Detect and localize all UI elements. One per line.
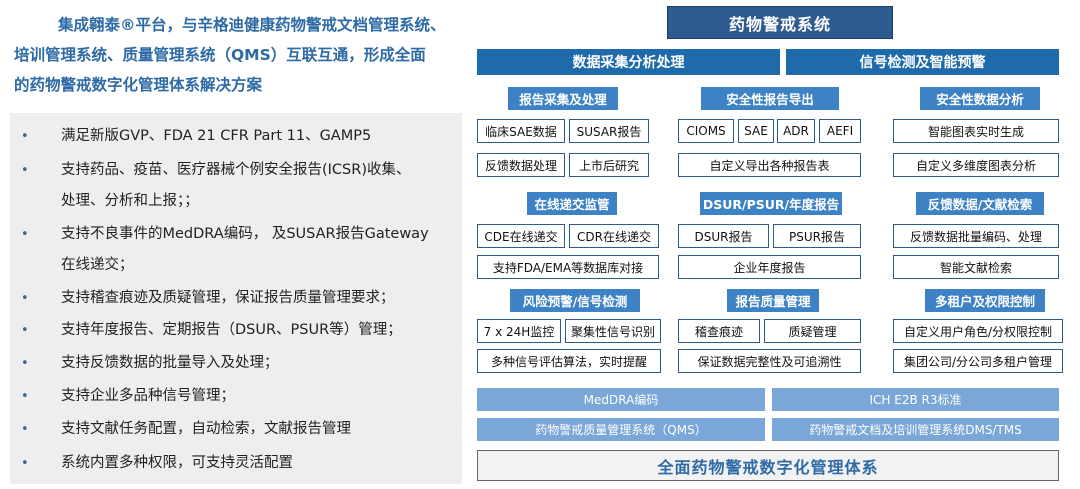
box-sae: SAE xyxy=(738,119,774,143)
box-data-integrity: 保证数据完整性及可追溯性 xyxy=(678,349,861,373)
box-batch-coding: 反馈数据批量编码、处理 xyxy=(893,224,1059,248)
bar-ich-e2b: ICH E2B R3标准 xyxy=(772,388,1059,411)
category-report-collection: 报告采集及处理 xyxy=(508,87,618,110)
box-fda-ema-integration: 支持FDA/EMA等数据库对接 xyxy=(477,255,659,279)
bullet-icon: • xyxy=(21,227,29,242)
box-query-management: 质疑管理 xyxy=(764,319,861,343)
category-feedback-literature: 反馈数据/文献检索 xyxy=(916,192,1044,215)
box-cioms: CIOMS xyxy=(678,119,734,143)
box-psur-report: PSUR报告 xyxy=(773,224,861,248)
box-dsur-report: DSUR报告 xyxy=(678,224,769,248)
bullet-icon: • xyxy=(21,356,29,371)
category-online-submission: 在线递交监管 xyxy=(527,192,617,215)
box-smart-charts: 智能图表实时生成 xyxy=(893,119,1059,143)
category-report-quality: 报告质量管理 xyxy=(727,289,819,312)
feature-list-panel: • 满足新版GVP、FDA 21 CFR Part 11、GAMP5 • 支持药… xyxy=(10,113,462,484)
bullet-icon: • xyxy=(21,129,29,144)
box-clinical-sae: 临床SAE数据 xyxy=(477,119,565,143)
box-custom-analysis: 自定义多维度图表分析 xyxy=(893,153,1059,177)
bar-dms-tms: 药物警戒文档及培训管理系统DMS/TMS xyxy=(772,418,1059,441)
box-multitenant: 集团公司/分公司多租户管理 xyxy=(893,349,1063,373)
intro-paragraph: 集成翱泰®平台，与辛格迪健康药物警戒文档管理系统、 培训管理系统、质量管理系统（… xyxy=(14,10,462,100)
box-custom-roles: 自定义用户角色/分权限控制 xyxy=(893,319,1063,343)
box-24h-monitoring: 7 x 24H监控 xyxy=(477,319,561,343)
box-adr: ADR xyxy=(777,119,815,143)
bullet-icon: • xyxy=(21,163,29,178)
box-aefi: AEFI xyxy=(819,119,861,143)
bullet-icon: • xyxy=(21,323,29,338)
box-smart-literature: 智能文献检索 xyxy=(893,255,1059,279)
box-susar-report: SUSAR报告 xyxy=(569,119,649,143)
box-signal-algorithms: 多种信号评估算法，实时提醒 xyxy=(477,349,661,373)
box-custom-export: 自定义导出各种报告表 xyxy=(678,153,861,177)
box-cdr-submission: CDR在线递交 xyxy=(569,224,659,248)
band-data-collection: 数据采集分析处理 xyxy=(477,49,780,75)
box-audit-trail: 稽查痕迹 xyxy=(678,319,760,343)
category-risk-signal: 风险预警/信号检测 xyxy=(510,289,640,312)
footer-system: 全面药物警戒数字化管理体系 xyxy=(477,450,1059,481)
bullet-icon: • xyxy=(21,422,29,437)
intro-line: 培训管理系统、质量管理系统（QMS）互联互通，形成全面 xyxy=(14,46,426,64)
box-feedback-data: 反馈数据处理 xyxy=(477,153,565,177)
bullet-icon: • xyxy=(21,291,29,306)
box-annual-report: 企业年度报告 xyxy=(678,255,861,279)
bullet-icon: • xyxy=(21,456,29,471)
category-safety-data-analysis: 安全性数据分析 xyxy=(920,87,1040,110)
bullet-icon: • xyxy=(21,389,29,404)
system-title: 药物警戒系统 xyxy=(667,6,893,39)
box-post-market: 上市后研究 xyxy=(569,153,649,177)
bar-meddra: MedDRA编码 xyxy=(477,388,765,411)
intro-line: 的药物警戒数字化管理体系解决方案 xyxy=(14,76,263,94)
band-signal-detection: 信号检测及智能预警 xyxy=(786,49,1059,75)
box-cluster-signal: 聚集性信号识别 xyxy=(565,319,661,343)
category-dsur-psur: DSUR/PSUR/年度报告 xyxy=(700,192,842,215)
intro-line: 集成翱泰®平台，与辛格迪健康药物警戒文档管理系统、 xyxy=(58,16,446,34)
category-safety-report-export: 安全性报告导出 xyxy=(701,87,839,110)
bar-qms: 药物警戒质量管理系统（QMS） xyxy=(477,418,765,441)
box-cde-submission: CDE在线递交 xyxy=(477,224,565,248)
category-multitenant-permission: 多租户及权限控制 xyxy=(925,289,1045,312)
